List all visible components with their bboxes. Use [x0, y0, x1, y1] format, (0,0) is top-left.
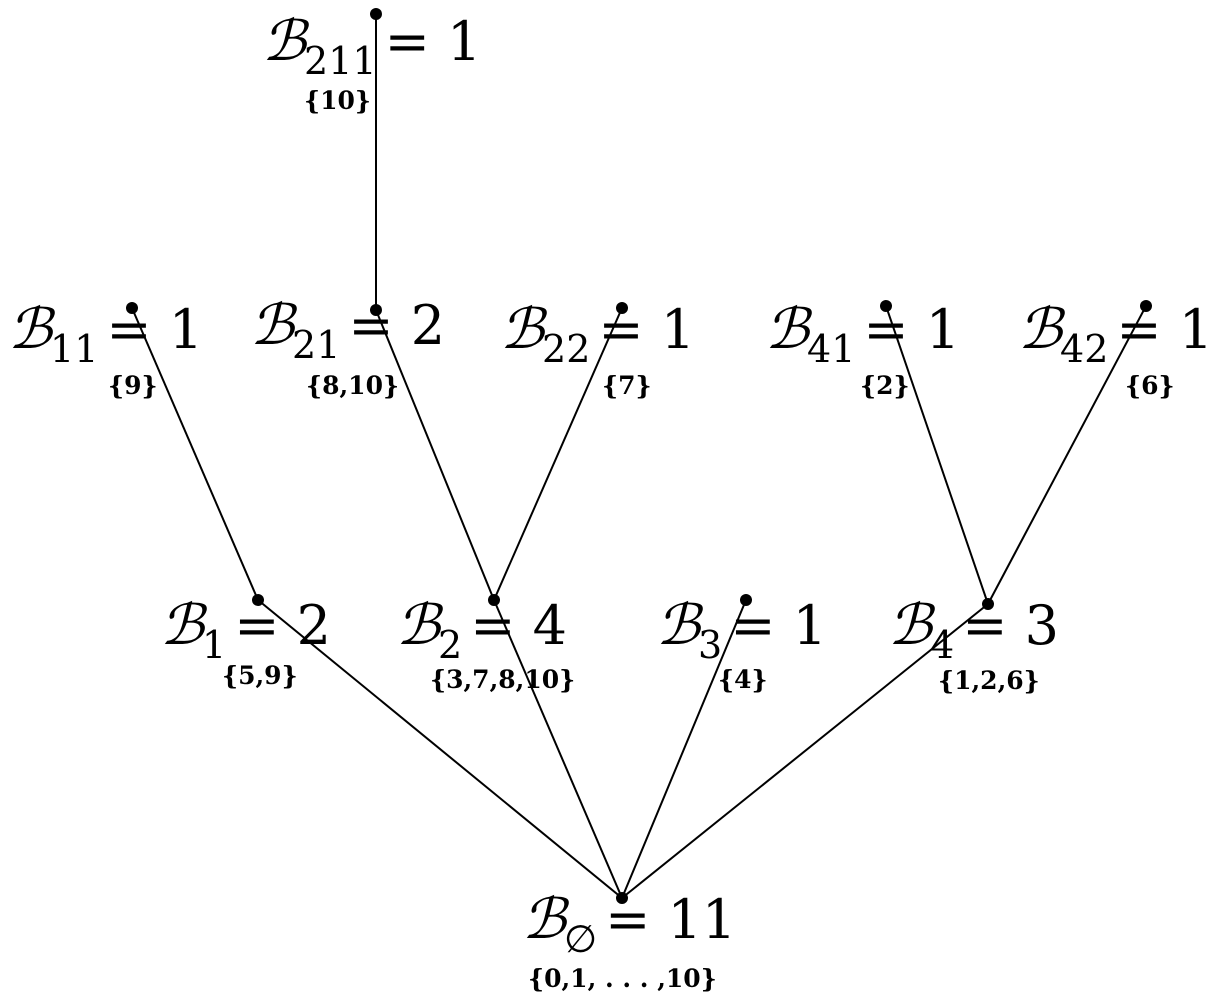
node-set-2: {3,7,8,10}: [430, 665, 576, 694]
node-label-22: ℬ22= 1: [500, 302, 695, 369]
node-set-42: {6}: [1125, 371, 1175, 400]
node-symbol: ℬ: [8, 297, 53, 362]
node-index: 1: [202, 623, 227, 667]
node-value: = 2: [234, 594, 331, 657]
node-symbol: ℬ: [765, 297, 810, 362]
node-index: 41: [807, 327, 856, 371]
node-label-11: ℬ11= 1: [8, 302, 203, 369]
node-symbol: ℬ: [250, 293, 295, 358]
edge-2-21: [375, 309, 495, 601]
node-index: 22: [542, 327, 591, 371]
node-dot-4: [982, 598, 994, 610]
node-label-42: ℬ42= 1: [1018, 302, 1213, 369]
node-index: ∅: [564, 917, 598, 961]
edge-4-41: [885, 305, 989, 605]
node-label-211: ℬ211= 1: [262, 14, 481, 81]
node-symbol: ℬ: [1018, 297, 1063, 362]
node-dot-empty: [616, 892, 628, 904]
node-label-21: ℬ21= 2: [250, 298, 445, 365]
node-symbol: ℬ: [500, 297, 545, 362]
node-symbol: ℬ: [396, 593, 441, 658]
node-dot-41: [880, 300, 892, 312]
node-index: 4: [930, 623, 955, 667]
node-index: 21: [292, 323, 341, 367]
node-set-empty: {0,1, . . . ,10}: [528, 964, 717, 993]
node-symbol: ℬ: [522, 887, 567, 952]
node-set-21: {8,10}: [306, 371, 400, 400]
node-dot-2: [488, 594, 500, 606]
node-dot-211: [370, 8, 382, 20]
node-index: 11: [50, 327, 99, 371]
node-symbol: ℬ: [262, 9, 307, 74]
node-value: = 1: [863, 298, 961, 361]
node-symbol: ℬ: [160, 593, 205, 658]
node-dot-42: [1140, 300, 1152, 312]
edge-2-22: [493, 307, 623, 601]
node-value: = 4: [470, 594, 567, 657]
node-dot-22: [616, 302, 628, 314]
node-symbol: ℬ: [888, 593, 933, 658]
node-index: 211: [304, 39, 377, 83]
node-set-3: {4}: [718, 665, 768, 694]
node-set-11: {9}: [108, 371, 158, 400]
edge-4-42: [987, 305, 1147, 605]
node-set-41: {2}: [860, 371, 910, 400]
node-dot-11: [126, 302, 138, 314]
node-dot-3: [740, 594, 752, 606]
node-set-22: {7}: [602, 371, 652, 400]
node-set-4: {1,2,6}: [938, 666, 1040, 695]
node-label-3: ℬ3= 1: [656, 598, 827, 665]
node-value: = 1: [1116, 298, 1214, 361]
node-label-empty: ℬ∅= 11: [522, 892, 736, 959]
node-label-41: ℬ41= 1: [765, 302, 960, 369]
node-set-211: {10}: [304, 86, 371, 115]
node-dot-1: [252, 594, 264, 606]
edge-empty-2: [493, 599, 623, 899]
node-value: = 1: [598, 298, 696, 361]
edge-empty-3: [621, 599, 747, 899]
node-index: 2: [438, 623, 463, 667]
node-label-1: ℬ1= 2: [160, 598, 331, 665]
node-symbol: ℬ: [656, 593, 701, 658]
node-value: = 1: [730, 594, 827, 657]
node-label-4: ℬ4= 3: [888, 598, 1059, 665]
edge-empty-4: [621, 603, 989, 899]
node-value: = 1: [106, 298, 204, 361]
node-value: = 1: [384, 10, 482, 73]
node-value: = 2: [348, 294, 446, 357]
edge-1-11: [131, 307, 259, 601]
node-index: 42: [1060, 327, 1109, 371]
node-set-1: {5,9}: [222, 661, 298, 690]
node-dot-21: [370, 304, 382, 316]
node-value: = 3: [962, 594, 1059, 657]
node-index: 3: [698, 623, 723, 667]
node-label-2: ℬ2= 4: [396, 598, 567, 665]
node-value: = 11: [605, 888, 737, 951]
edge-empty-1: [257, 599, 623, 899]
